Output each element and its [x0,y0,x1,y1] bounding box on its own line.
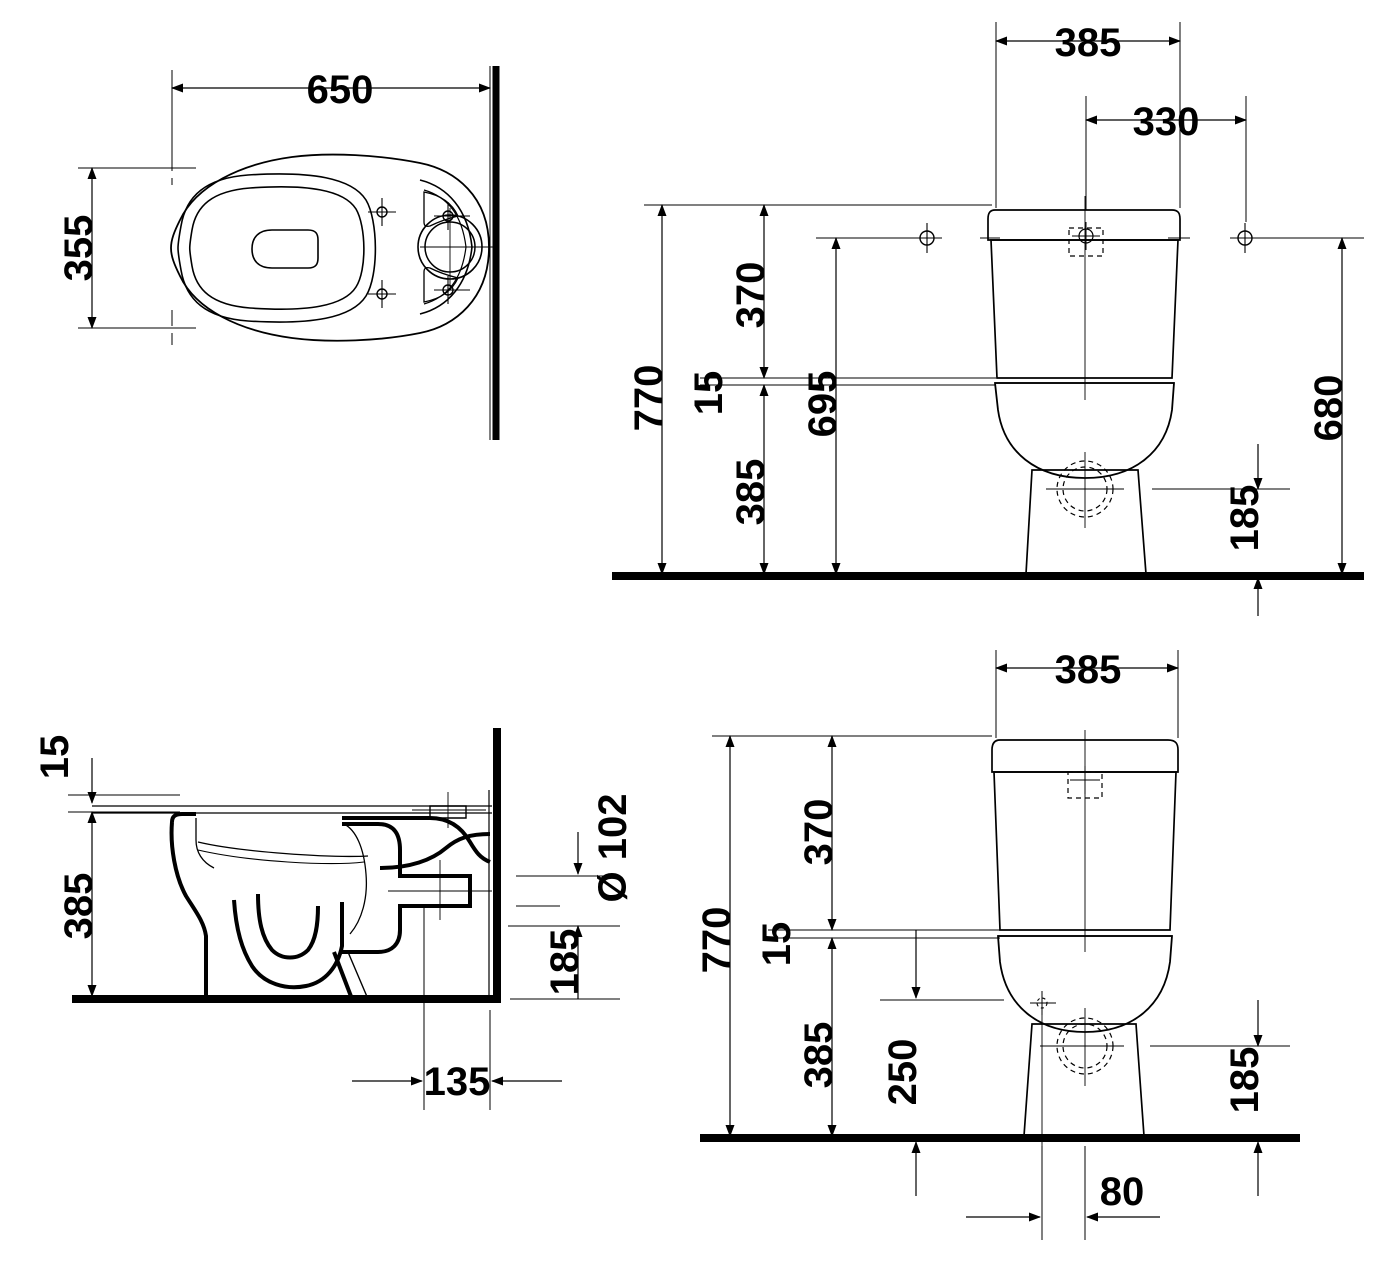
rear-flush-button [1068,227,1104,257]
dim-label-rear-330: 330 [1133,100,1200,144]
dim-label-front-385b: 385 [797,1022,841,1089]
plan-view [78,66,500,440]
side-bowl-inner-slope [197,841,369,858]
plan-seat-inner [188,186,365,310]
dim-label-front-80: 80 [1100,1170,1145,1214]
rear-bowl [993,382,1175,479]
dim-label-front-370: 370 [797,799,841,866]
side-bowl-inner [195,818,215,869]
plan-center-opening [251,229,319,269]
front-elevation-view [700,650,1300,1240]
dim-label-rear-695: 695 [801,371,845,438]
front-offset-marker [1030,991,1056,1015]
rear-elevation-view [612,22,1364,616]
side-outlet-rim [343,823,368,935]
side-bowl-outer [169,821,208,999]
rear-pedestal [1025,469,1147,575]
side-pedestal-back [332,951,354,1000]
side-bowl-rim-left [170,812,196,823]
side-pedestal-back2 [347,951,369,1000]
side-upper-horn [342,816,491,864]
rear-cistern-body [990,239,1179,379]
front-cistern-body [993,771,1177,931]
side-section-view [68,728,620,1110]
dim-label-plan-355: 355 [57,215,101,282]
fixing-hole-marker [434,276,470,304]
dim-label-side-135: 135 [424,1060,491,1104]
dim-label-rear-385b: 385 [729,459,773,526]
dim-label-front-15: 15 [755,922,799,967]
dim-label-front-770: 770 [695,907,739,974]
dim-label-rear-185: 185 [1223,485,1267,552]
front-pedestal [1023,1023,1145,1137]
dim-label-side-185: 185 [543,929,587,996]
side-horn-under [379,832,491,870]
dim-label-front-185: 185 [1223,1047,1267,1114]
dim-label-rear-770: 770 [627,365,671,432]
front-flush-button [1067,771,1103,799]
plan-bowl-outline [170,153,490,342]
dim-label-front-250: 250 [881,1039,925,1106]
plan-bracket-upper [423,191,459,228]
fixing-hole-marker [368,198,396,226]
dim-label-side-15: 15 [33,735,77,780]
plan-bracket-lower [423,266,459,303]
dim-label-rear-15: 15 [687,371,731,416]
side-trapway-inner [256,893,320,960]
dim-label-rear-385: 385 [1055,21,1122,65]
plan-fixing-holes [368,198,470,308]
dim-label-front-385: 385 [1055,648,1122,692]
side-trapway [232,899,344,990]
rear-cistern-lid [987,209,1181,241]
side-bowl-inner-slope2 [197,849,365,865]
front-cistern-lid [991,739,1179,773]
rear-fixing-hole-left [912,223,942,253]
plan-seat-outer [177,173,377,323]
dim-label-plan-650: 650 [307,68,374,112]
side-seat-fix [429,805,467,819]
fixing-hole-marker [434,202,470,230]
dim-label-side-dia102: Ø 102 [591,794,635,903]
dim-label-side-385: 385 [57,873,101,940]
dim-label-rear-370: 370 [729,262,773,329]
dim-label-rear-680: 680 [1307,375,1351,442]
fixing-hole-marker [368,280,396,308]
